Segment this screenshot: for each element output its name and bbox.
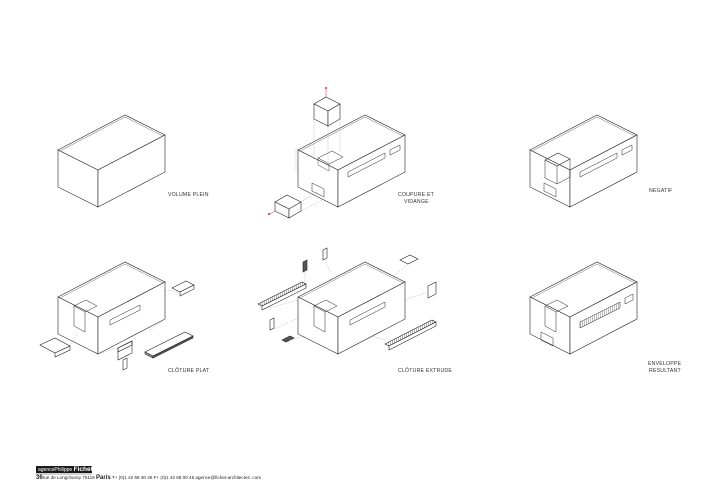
panel-cloture-plat bbox=[39, 261, 195, 371]
panel-cloture-extrude bbox=[257, 247, 437, 355]
label-volume-plein: VOLUME PLEIN bbox=[168, 192, 209, 198]
panel-volume-plein bbox=[57, 114, 166, 208]
label-coupure-line2: VIDANGE bbox=[404, 199, 429, 205]
footer-city: Paris bbox=[96, 475, 111, 481]
label-resultant-line2: RESULTANT bbox=[649, 368, 681, 374]
footer-brand: agencePhilippe Fichet bbox=[38, 466, 93, 474]
label-cloture-extrude: CLÔTURE EXTRUDE bbox=[398, 368, 453, 374]
footer-number: 36 bbox=[36, 475, 43, 481]
footer-street: rue de Longchamp 75116 bbox=[42, 475, 95, 480]
footer-brand-bar bbox=[36, 466, 92, 473]
label-cloture-plat: CLÔTURE PLAT bbox=[168, 368, 210, 374]
footer-brand-prefix: agence bbox=[38, 467, 55, 473]
panel-enveloppe-resultant bbox=[529, 261, 638, 355]
label-coupure-line1: COUPURE ET bbox=[398, 192, 435, 198]
footer-brand-surname: Fichet bbox=[73, 466, 93, 473]
box-side-face bbox=[97, 134, 166, 208]
panel-coupure-vidange bbox=[268, 87, 406, 219]
label-negatif: NEGATIF bbox=[649, 188, 673, 194]
footer-address: 36rue de Longchamp 75116 Paris T+ (0)1 4… bbox=[36, 475, 261, 481]
panel-negatif bbox=[529, 114, 638, 208]
label-enveloppe-line1: ENVELOPPE bbox=[648, 361, 682, 367]
footer-brand-name: Philippe bbox=[54, 467, 73, 473]
footer-contact: T+ (0)1 42 68 30 45 F+ (0)1 42 68 00 46 … bbox=[111, 475, 262, 480]
